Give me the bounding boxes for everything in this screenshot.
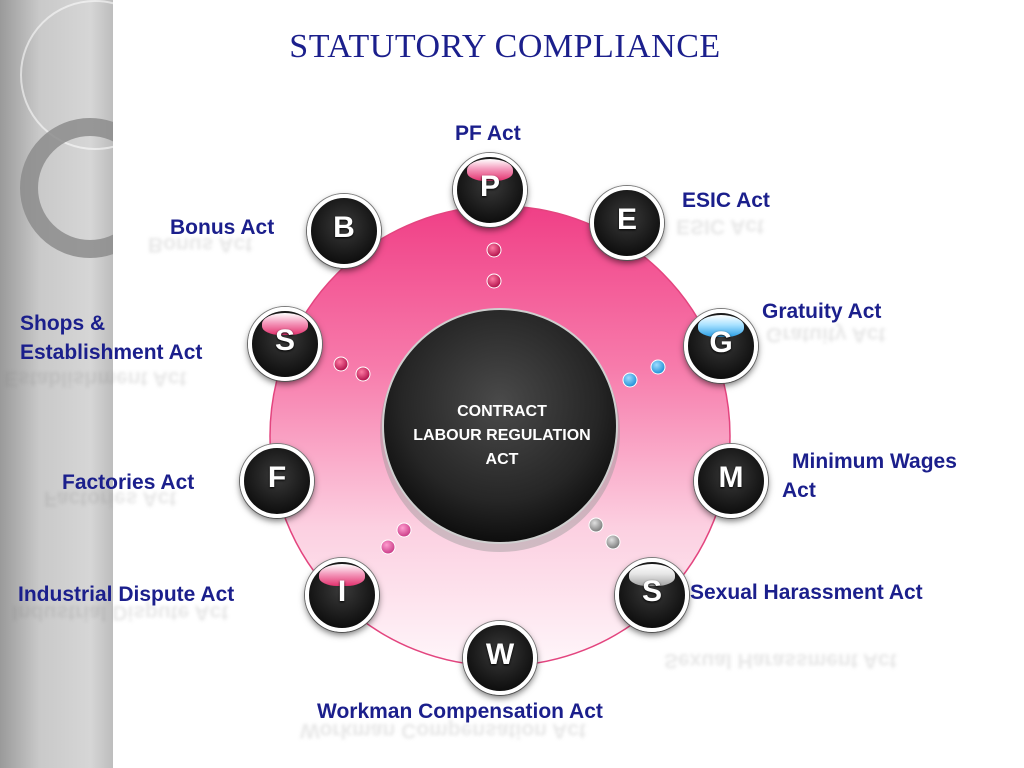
connector-dot: [622, 372, 638, 388]
label-line: Minimum Wages: [792, 450, 957, 473]
node-letter: S: [274, 324, 295, 357]
node-pf: P: [453, 153, 527, 227]
node-letter: F: [267, 461, 287, 494]
node-letter: G: [709, 326, 733, 359]
connector-dot: [355, 366, 371, 382]
label-workman-compensation-act: Workman Compensation Act: [317, 700, 603, 723]
node-esic: E: [590, 186, 664, 260]
node-sexual-harassment: S: [615, 558, 689, 632]
label-line: Act: [782, 479, 816, 502]
label-shops-establishment-act: Shops & Establishment Act: [20, 309, 202, 367]
node-workman-compensation: W: [463, 621, 537, 695]
label-reflection: Establishment Act: [4, 367, 187, 390]
side-decoration-panel: [0, 0, 113, 768]
label-pf-act: PF Act: [455, 122, 521, 145]
center-label-line: LABOUR REGULATION: [413, 427, 591, 444]
connector-dot: [605, 534, 621, 550]
label-industrial-dispute-act: Industrial Dispute Act: [18, 583, 235, 606]
page-title: STATUTORY COMPLIANCE: [289, 28, 721, 65]
label-line: Establishment Act: [20, 341, 203, 364]
connector-dot: [380, 539, 396, 555]
node-shops-establishment: S: [248, 307, 322, 381]
label-reflection: Sexual Harassment Act: [664, 649, 897, 672]
label-bonus-act: Bonus Act: [170, 216, 275, 239]
label-esic-act: ESIC Act: [682, 189, 770, 212]
connector-dot: [486, 273, 502, 289]
node-industrial-dispute: I: [305, 558, 379, 632]
center-disc: [382, 308, 618, 544]
label-factories-act: Factories Act: [62, 471, 195, 494]
node-bonus: B: [307, 194, 381, 268]
node-letter: B: [333, 211, 355, 244]
connector-dot: [588, 517, 604, 533]
connector-dot: [396, 522, 412, 538]
node-highlight: [629, 564, 675, 586]
node-highlight: [319, 564, 365, 586]
node-minimum-wages: M: [694, 444, 768, 518]
label-gratuity-act: Gratuity Act: [762, 300, 882, 323]
node-letter: M: [718, 461, 744, 494]
node-letter: S: [641, 575, 662, 608]
label-sexual-harassment-act: Sexual Harassment Act: [690, 581, 923, 604]
node-letter: I: [337, 575, 347, 608]
center-label-line: ACT: [485, 451, 519, 468]
node-gratuity: G: [684, 309, 758, 383]
node-letter: P: [479, 170, 500, 203]
node-highlight: [262, 313, 308, 335]
node-highlight: [467, 159, 513, 181]
node-factories: F: [240, 444, 314, 518]
center-label: CONTRACT LABOUR REGULATION ACT: [385, 400, 619, 472]
connector-dot: [486, 242, 502, 258]
connector-dot: [333, 356, 349, 372]
label-line: Shops &: [20, 312, 106, 335]
connector-dot: [650, 359, 666, 375]
node-letter: W: [485, 638, 515, 671]
node-highlight: [698, 315, 744, 337]
label-minimum-wages-act: Minimum Wages Act: [782, 447, 957, 505]
node-letter: E: [616, 203, 637, 236]
label-reflection: ESIC Act: [676, 215, 764, 238]
center-label-line: CONTRACT: [457, 403, 547, 420]
